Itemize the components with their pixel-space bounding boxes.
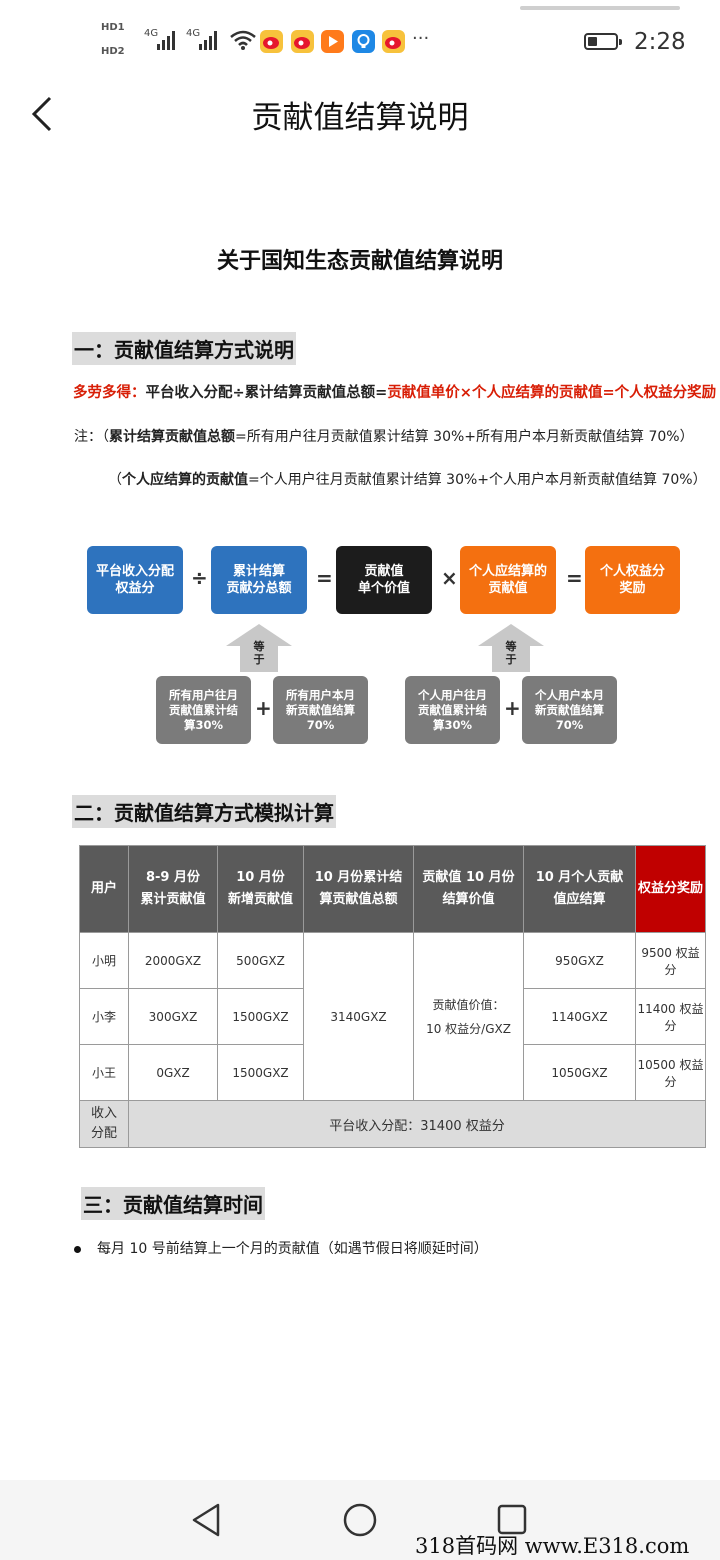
signal-icon [157,30,175,50]
formula-black: 平台收入分配÷累计结算贡献值总额= [145,385,388,401]
video-app-icon [321,30,344,53]
document-title: 关于国知生态贡献值结算说明 [216,249,503,274]
recents-square-icon[interactable] [496,1503,528,1537]
note-line-1: 注：（累计结算贡献值总额=所有用户往月贡献值累计结算 30%+所有用户本月新贡献… [74,429,694,445]
back-triangle-icon[interactable] [190,1502,222,1538]
table-header: 10 月个人贡献 值应结算 [523,845,636,933]
hd2-indicator: HD2 [101,46,125,57]
section-heading-2: 二：贡献值结算方式模拟计算 [72,795,336,828]
table-header: 贡献值 10 月份 结算价值 [413,845,524,933]
table-row: 小王 0GXZ 1500GXZ 1050GXZ 10500 权益分 [79,1044,706,1101]
weibo-icon [291,30,314,53]
multiply-operator: × [441,566,458,590]
diagram-box-personal-current: 个人用户本月 新贡献值结算 70% [522,676,617,744]
table-cell: 11400 权益分 [635,988,706,1045]
page-title: 贡献值结算说明 [251,100,469,136]
signal-icon [199,30,217,50]
table-cell: 2000GXZ [128,932,218,989]
table-cell: 950GXZ [523,932,636,989]
home-circle-icon[interactable] [342,1502,378,1538]
divide-operator: ÷ [191,566,208,590]
table-cell: 0GXZ [128,1044,218,1101]
table-cell-price: 贡献值价值： 10 权益分/GXZ [413,932,524,1101]
note-line-2: （个人应结算的贡献值=个人用户往月贡献值累计结算 30%+个人用户本月新贡献值结… [108,472,707,488]
table-cell-user: 小明 [79,932,129,989]
table-cell: 1500GXZ [217,988,304,1045]
equals-label: 等 于 [253,640,265,666]
table-header: 8-9 月份 累计贡献值 [128,845,218,933]
battery-icon [584,33,622,50]
settlement-table: 用户 8-9 月份 累计贡献值 10 月份 新增贡献值 10 月份累计结 算贡献… [79,845,706,1148]
weibo-icon [382,30,405,53]
table-header-reward: 权益分奖励 [635,845,706,933]
up-arrow-icon [478,624,544,672]
formula-prefix: 多劳多得： [73,385,146,401]
table-cell: 300GXZ [128,988,218,1045]
status-time: 2:28 [634,29,686,55]
equals-operator: = [566,566,583,590]
plus-operator: + [504,696,521,720]
bullet-item: 每月 10 号前结算上一个月的贡献值（如遇节假日将顺延时间） [74,1238,488,1258]
table-revenue-row: 收入 分配 平台收入分配：31400 权益分 [79,1100,706,1148]
network-type-2: 4G [186,28,201,39]
watermark: 318首码网 www.E318.com [415,1534,690,1558]
table-cell: 1050GXZ [523,1044,636,1101]
table-cell-user: 小李 [79,988,129,1045]
bullet-icon [74,1245,81,1253]
diagram-box-personal-past: 个人用户往月 贡献值累计结 算30% [405,676,500,744]
table-cell-user: 小王 [79,1044,129,1101]
table-cell: 1140GXZ [523,988,636,1045]
table-cell: 1500GXZ [217,1044,304,1101]
diagram-box-platform-revenue: 平台收入分配 权益分 [87,546,183,614]
diagram-box-unit-value: 贡献值 单个价值 [336,546,432,614]
more-notifications: ··· [412,28,430,49]
equals-operator: = [316,566,333,590]
table-cell: 10500 权益分 [635,1044,706,1101]
section-heading-3: 三：贡献值结算时间 [81,1187,265,1220]
plus-operator: + [255,696,272,720]
table-row: 小李 300GXZ 1500GXZ 1140GXZ 11400 权益分 [79,988,706,1045]
table-cell-total: 3140GXZ [303,932,414,1101]
formula-red: 贡献值单价×个人应结算的贡献值=个人权益分奖励 [387,385,717,401]
table-cell-revenue-value: 平台收入分配：31400 权益分 [128,1100,706,1148]
table-header: 10 月份累计结 算贡献值总额 [303,845,414,933]
table-cell: 9500 权益分 [635,932,706,989]
weibo-icon [260,30,283,53]
table-row: 小明 2000GXZ 500GXZ 3140GXZ 贡献值价值： 10 权益分/… [79,932,706,1101]
table-header: 10 月份 新增贡献值 [217,845,304,933]
diagram-box-total-contribution: 累计结算 贡献分总额 [211,546,307,614]
table-cell: 500GXZ [217,932,304,989]
diagram-box-personal-contribution: 个人应结算的 贡献值 [460,546,556,614]
wifi-icon [230,30,256,50]
diagram-box-personal-reward: 个人权益分 奖励 [585,546,680,614]
status-bar: HD1 HD2 4G 4G ··· 2:28 [0,0,720,84]
bulb-app-icon [352,30,375,53]
table-cell-revenue-label: 收入 分配 [79,1100,129,1148]
bullet-text: 每月 10 号前结算上一个月的贡献值（如遇节假日将顺延时间） [97,1241,488,1257]
diagram-box-all-current: 所有用户本月 新贡献值结算 70% [273,676,368,744]
system-navigation-bar [0,1480,720,1560]
up-arrow-icon [226,624,292,672]
top-handle [520,6,680,10]
equals-label: 等 于 [505,640,517,666]
diagram-box-all-past: 所有用户往月 贡献值累计结 算30% [156,676,251,744]
section-heading-1: 一：贡献值结算方式说明 [72,332,296,365]
table-header-row: 用户 8-9 月份 累计贡献值 10 月份 新增贡献值 10 月份累计结 算贡献… [79,845,706,933]
back-icon[interactable] [30,96,56,132]
network-type-1: 4G [144,28,159,39]
hd1-indicator: HD1 [101,22,125,33]
formula-line: 多劳多得：平台收入分配÷累计结算贡献值总额=贡献值单价×个人应结算的贡献值=个人… [73,381,716,402]
table-header: 用户 [79,845,129,933]
